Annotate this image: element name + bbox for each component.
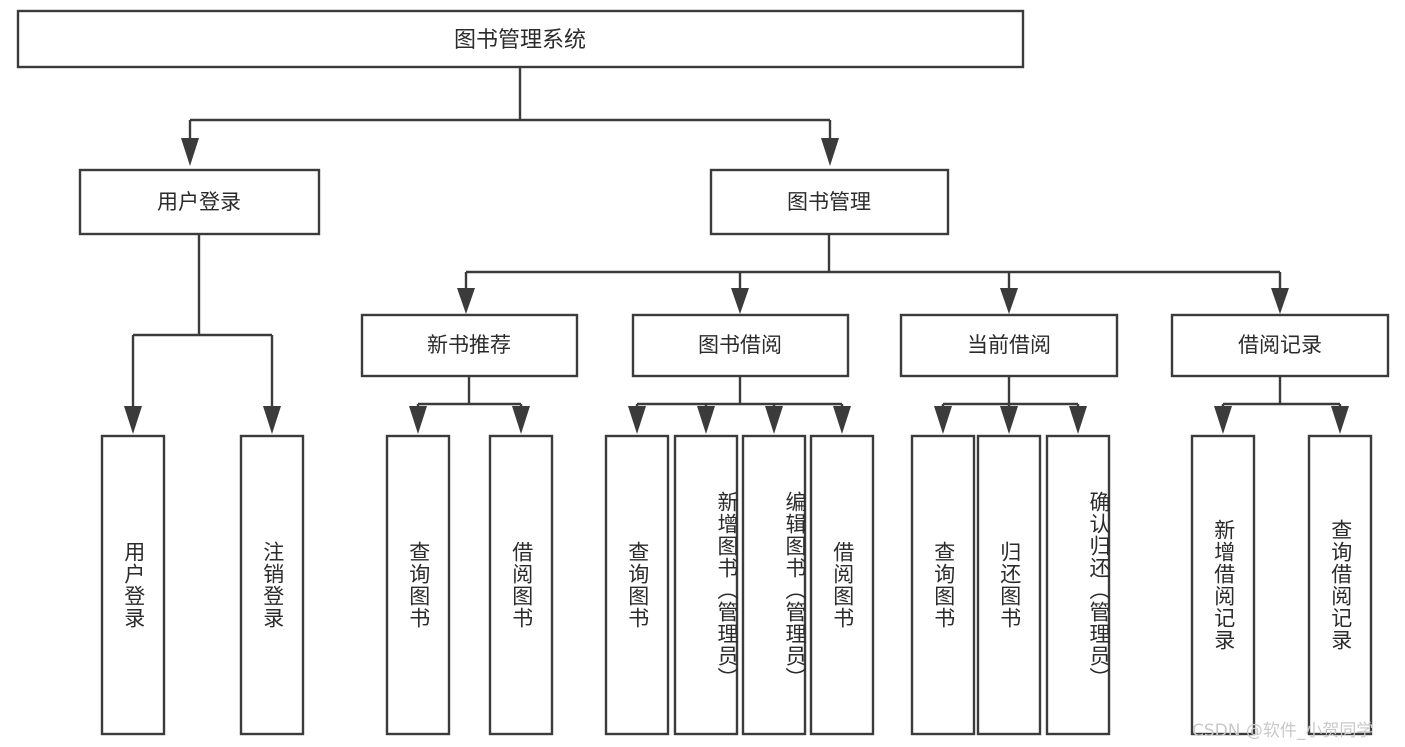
watermark: CSDN @软件_小贺同学: [1192, 721, 1374, 741]
arrow-head-icon: [409, 406, 427, 434]
connector-user-login-to-leaves: [124, 234, 281, 434]
arrow-head-icon: [512, 406, 530, 434]
node-root-system[interactable]: 图书管理系统: [16, 9, 1025, 69]
connector-root-to-level2: [181, 67, 839, 166]
node-new-book-recommend[interactable]: 新书推荐: [360, 313, 579, 378]
node-book-borrow-label: 图书借阅: [698, 333, 782, 357]
node-user-login[interactable]: 用户登录: [78, 168, 321, 236]
node-book-management[interactable]: 图书管理: [709, 168, 950, 236]
node-book-borrow[interactable]: 图书借阅: [631, 313, 850, 378]
arrow-head-icon: [1000, 288, 1018, 314]
node-current-borrow-label: 当前借阅: [967, 333, 1051, 357]
arrow-head-icon: [181, 138, 199, 166]
arrow-head-icon: [821, 138, 839, 166]
connector-borrow-record-to-leaves: [1214, 376, 1349, 434]
leaf-box-borrow-book-recommend[interactable]: [488, 434, 554, 736]
arrow-head-icon: [1331, 406, 1349, 434]
arrow-head-icon: [697, 406, 715, 434]
arrow-head-icon: [124, 406, 142, 434]
arrow-head-icon: [731, 288, 749, 314]
leaf-box-edit-book-admin[interactable]: [741, 434, 807, 736]
connector-book-management-to-level3: [457, 234, 1289, 314]
node-borrow-record[interactable]: 借阅记录: [1170, 313, 1390, 378]
arrow-head-icon: [263, 406, 281, 434]
leaf-box-borrow-book[interactable]: [809, 434, 875, 736]
node-current-borrow-box: [899, 313, 1119, 378]
node-new-book-recommend-label: 新书推荐: [427, 333, 511, 357]
leaf-box-query-borrow-record[interactable]: [1307, 434, 1373, 736]
arrow-head-icon: [628, 406, 646, 434]
leaf-box-logout[interactable]: [239, 434, 305, 736]
node-root-system-box: [16, 9, 1025, 69]
leaf-box-user-login[interactable]: [100, 434, 166, 736]
arrow-head-icon: [457, 288, 475, 314]
leaf-box-query-book-current[interactable]: [910, 434, 976, 736]
arrow-head-icon: [1069, 406, 1087, 434]
node-root-system-label: 图书管理系统: [454, 28, 586, 53]
leaf-box-confirm-return-admin[interactable]: [1045, 434, 1111, 736]
connector-new-book-recommend-to-leaves: [409, 376, 530, 434]
node-current-borrow[interactable]: 当前借阅: [899, 313, 1119, 378]
connector-current-borrow-to-leaves: [934, 376, 1087, 434]
arrow-head-icon: [1214, 406, 1232, 434]
arrow-head-icon: [1000, 406, 1018, 434]
connector-book-borrow-to-leaves: [628, 376, 851, 434]
arrow-head-icon: [833, 406, 851, 434]
arrow-head-icon: [1271, 288, 1289, 314]
node-user-login-label: 用户登录: [157, 190, 241, 214]
leaf-box-return-book[interactable]: [976, 434, 1042, 736]
leaf-box-add-book-admin[interactable]: [673, 434, 739, 736]
arrow-head-icon: [934, 406, 952, 434]
arrow-head-icon: [765, 406, 783, 434]
leaf-box-query-book-borrow[interactable]: [604, 434, 670, 736]
node-new-book-recommend-box: [360, 313, 579, 378]
leaf-box-query-book-recommend[interactable]: [385, 434, 451, 736]
node-book-management-label: 图书管理: [787, 190, 871, 214]
node-borrow-record-label: 借阅记录: [1238, 333, 1322, 357]
leaf-box-add-borrow-record[interactable]: [1190, 434, 1256, 736]
node-user-login-box: [78, 168, 321, 236]
